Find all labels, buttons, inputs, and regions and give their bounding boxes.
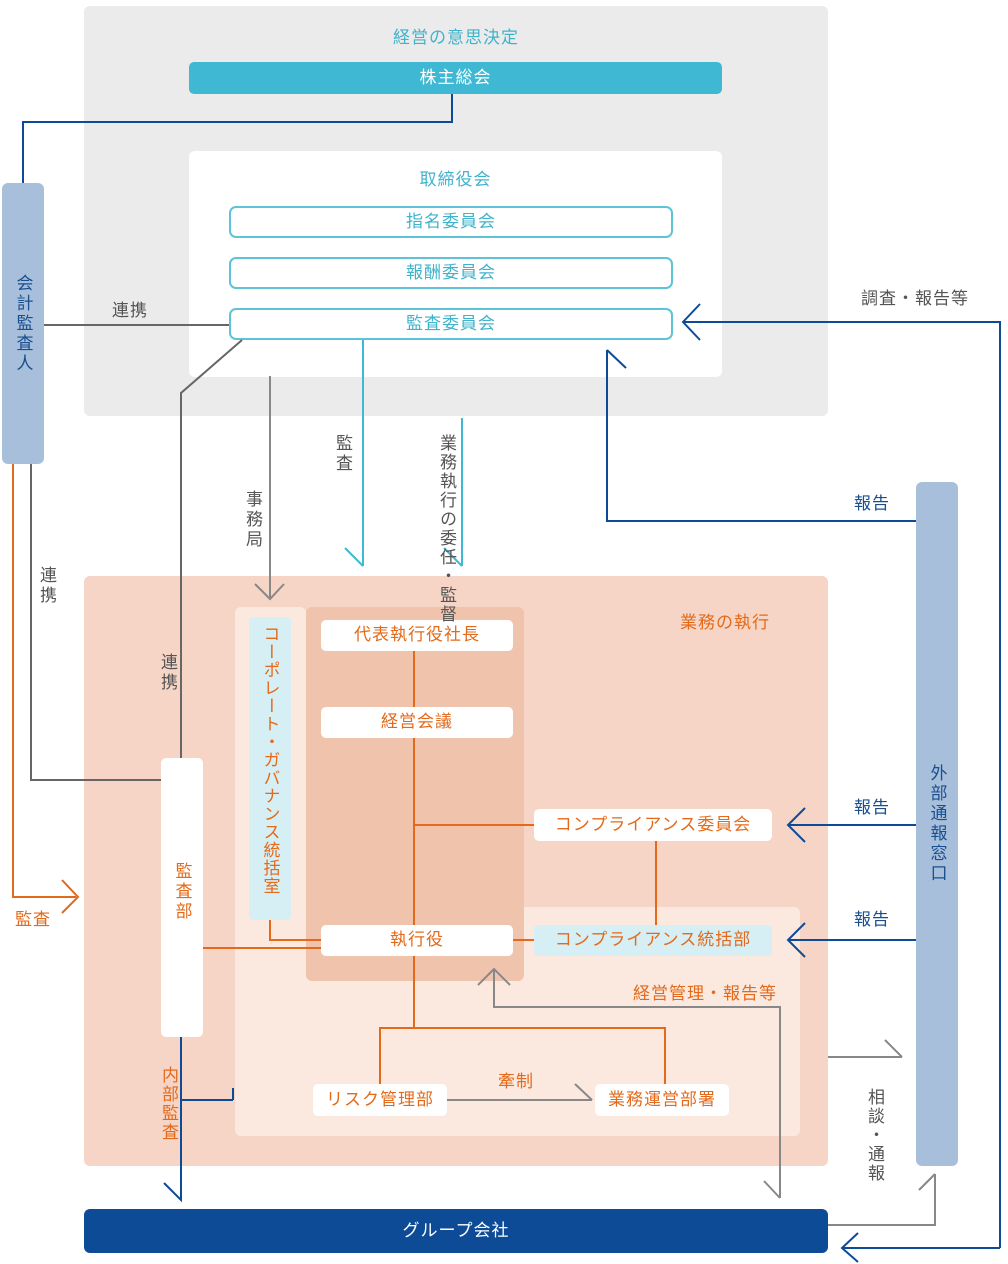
compliance-dept-box[interactable]: コンプライアンス統括部 (534, 925, 772, 956)
delegation-arrowhead (443, 547, 463, 567)
decision-region-title: 経営の意思決定 (393, 28, 519, 48)
management-report-tail (763, 1180, 781, 1199)
label-jimukyoku: 事務局 (242, 490, 262, 550)
label-kansa-v: 監査 (332, 434, 352, 474)
label-itaku: 業務執行の委任・監督 (436, 434, 456, 624)
report-cc-arrowhead (786, 807, 806, 843)
report-cd-arrowhead (786, 922, 806, 958)
label-renkei-v1: 連携 (36, 566, 56, 606)
compliance-committee-box[interactable]: コンプライアンス委員会 (534, 809, 772, 841)
auditor-kansa-arrowhead (61, 879, 80, 914)
group-return-arrowhead (840, 1232, 859, 1263)
auditor-auditdept-line (30, 464, 161, 781)
label-naibu: 内部監査 (158, 1066, 178, 1142)
label-sodan: 相談・通報 (864, 1088, 884, 1183)
consult-exec-arrowhead (884, 1039, 903, 1058)
shareholders-auditor-line (22, 94, 453, 183)
external-reporting-desk-label: 外部通報窓口 (926, 764, 947, 884)
report-committee-arrowhead (606, 349, 627, 369)
report-committee-line (606, 350, 916, 522)
audit-committee[interactable]: 監査委員会 (229, 308, 673, 340)
governance-office-box[interactable]: コーポレート・ガバナンス統括室 (249, 617, 291, 920)
ceo-box[interactable]: 代表執行役社長 (321, 620, 513, 651)
label-renkei: 連携 (112, 301, 148, 321)
officer-risk-line (379, 956, 415, 1084)
internal-audit-arrowhead (163, 1182, 182, 1203)
board-title: 取締役会 (419, 170, 492, 190)
governance-officer-line (269, 920, 321, 941)
consult-group-line (828, 1174, 936, 1226)
consult-group-arrowhead (918, 1173, 936, 1191)
management-report-line (493, 969, 781, 1198)
nomination-committee[interactable]: 指名委員会 (229, 206, 673, 238)
investigation-arrowhead (681, 303, 701, 341)
accounting-auditor-label: 会計監査人 (12, 273, 33, 374)
officer-ops-line (414, 1027, 666, 1084)
restraint-arrowhead (574, 1083, 593, 1101)
audit-dept-label: 監査部 (171, 862, 192, 922)
label-hokoku1: 報告 (854, 494, 890, 514)
committee-auditdept-line (180, 339, 243, 758)
external-reporting-desk[interactable]: 外部通報窓口 (916, 482, 958, 1166)
management-report-arrowhead (477, 967, 511, 986)
label-chosa: 調査・報告等 (861, 289, 969, 309)
label-hokoku2: 報告 (854, 798, 890, 818)
group-companies[interactable]: グループ会社 (84, 1209, 828, 1253)
executive-officer-box[interactable]: 執行役 (321, 925, 513, 956)
label-keiei-kanri: 経営管理・報告等 (633, 984, 777, 1004)
auditor-kansa-line (12, 464, 76, 898)
accounting-auditor[interactable]: 会計監査人 (2, 183, 44, 464)
label-kansa-left: 監査 (15, 910, 51, 930)
management-meeting-box[interactable]: 経営会議 (321, 707, 513, 738)
secretariat-arrowhead (254, 583, 285, 601)
investigation-line (684, 321, 1001, 1248)
governance-office-label: コーポレート・ガバナンス統括室 (259, 625, 280, 895)
shareholders-meeting[interactable]: 株主総会 (189, 62, 722, 94)
audit-arrowhead (344, 547, 364, 567)
label-kensei: 牽制 (498, 1072, 534, 1092)
audit-dept-box[interactable]: 監査部 (161, 758, 203, 1037)
execution-region-title: 業務の執行 (680, 613, 770, 633)
compensation-committee[interactable]: 報酬委員会 (229, 257, 673, 289)
label-hokoku3: 報告 (854, 910, 890, 930)
operations-dept-box[interactable]: 業務運営部署 (595, 1084, 729, 1116)
risk-management-box[interactable]: リスク管理部 (313, 1084, 447, 1116)
label-renkei-v2: 連携 (157, 653, 177, 693)
